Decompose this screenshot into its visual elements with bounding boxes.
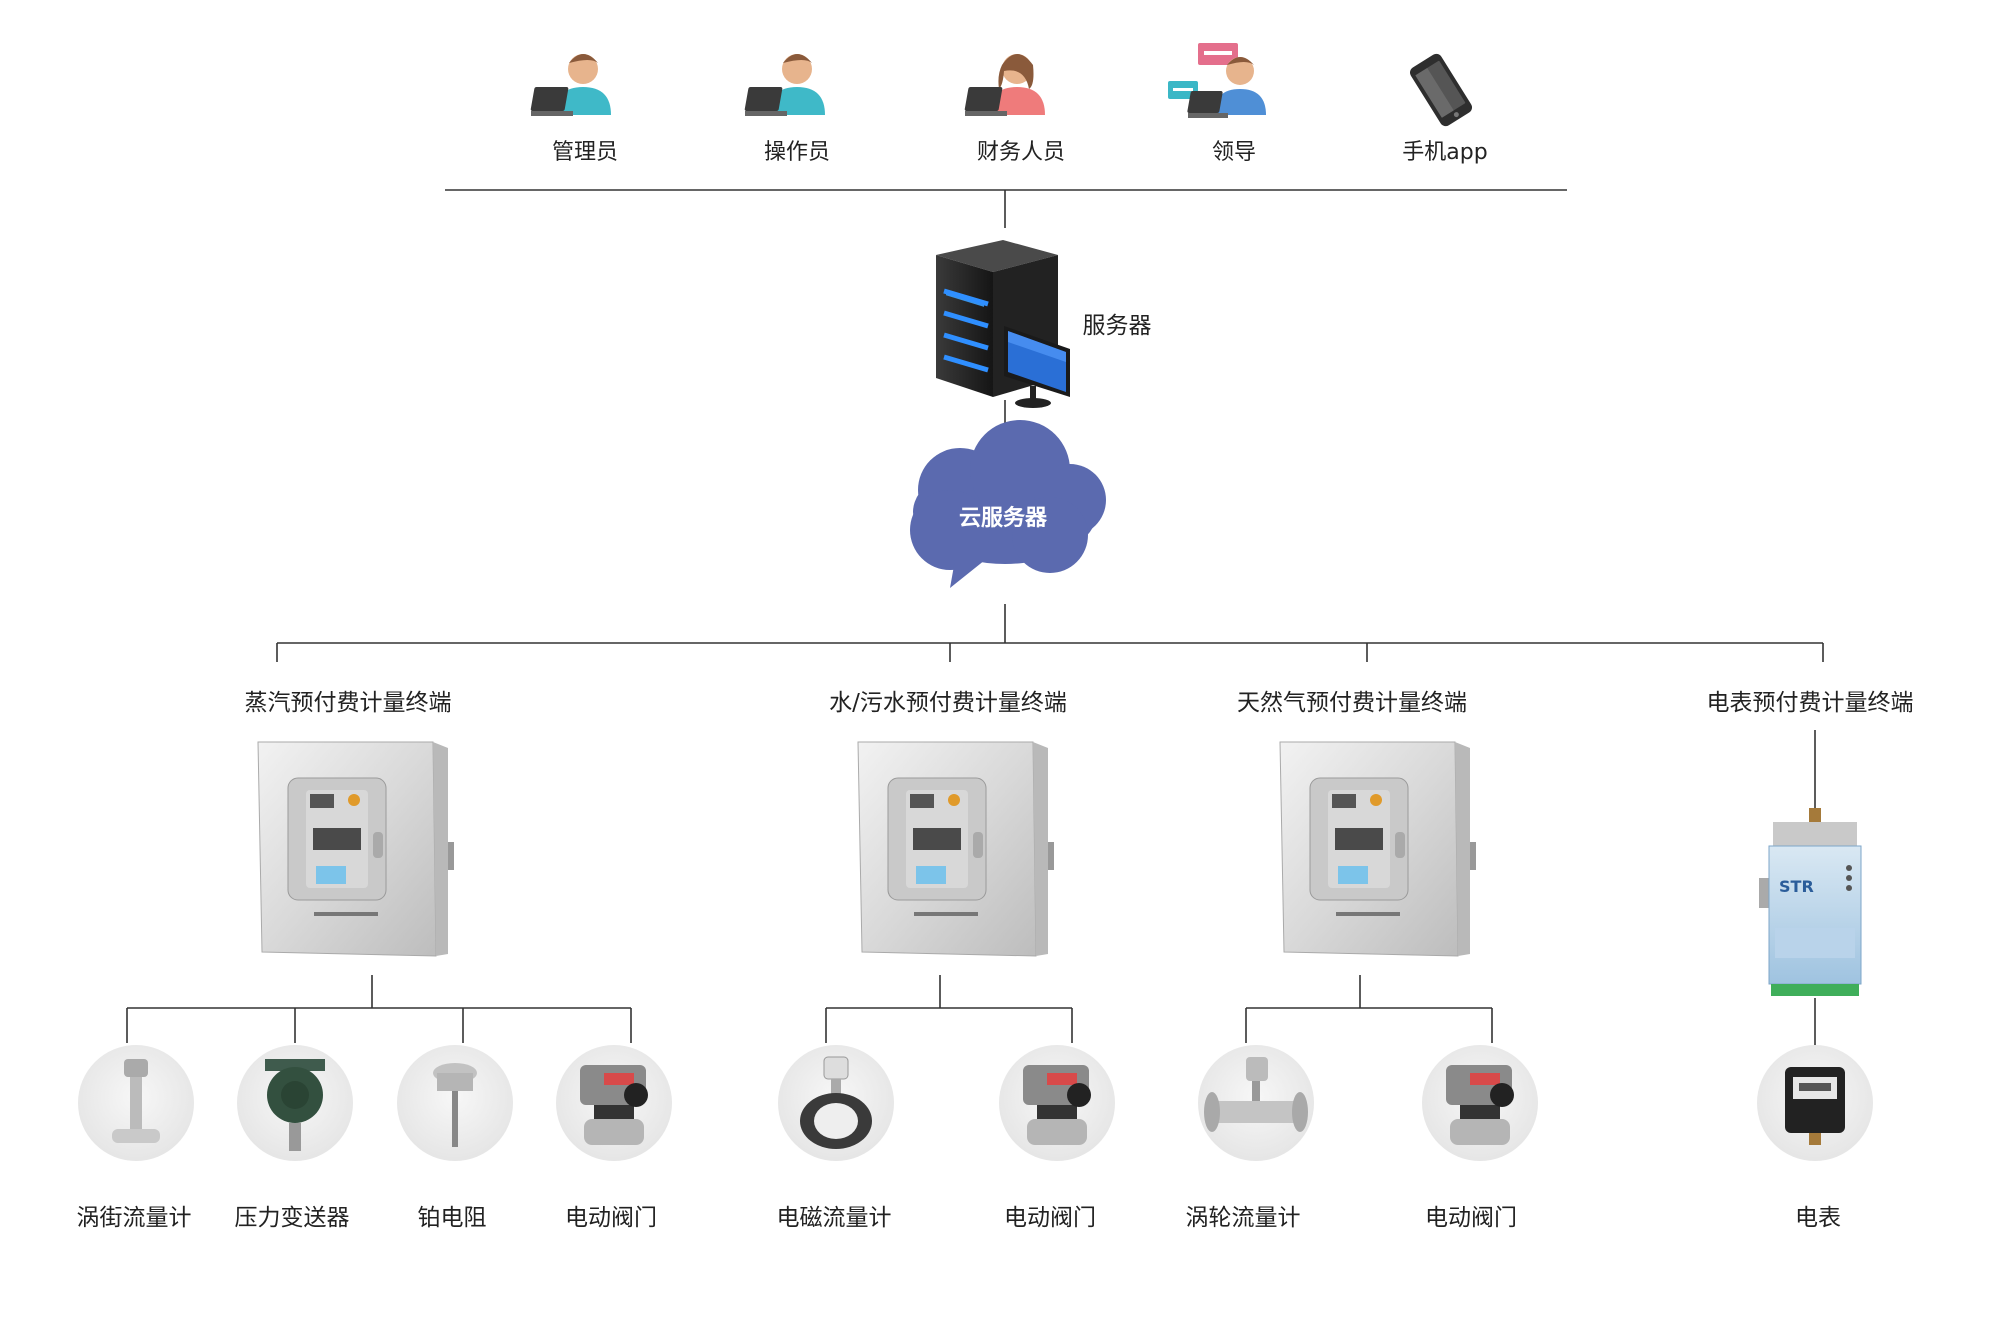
- cloud-label: 云服务器: [958, 506, 1048, 531]
- terminal-label-water: 水/污水预付费计量终端: [829, 690, 1067, 716]
- pressure-transmitter-icon: [237, 1045, 353, 1161]
- sensor-label-vortex-flowmeter: 涡街流量计: [76, 1205, 192, 1231]
- electric-meter-icon: [1757, 1045, 1873, 1161]
- user-label-leader: 领导: [1211, 140, 1257, 165]
- terminal-label-gas: 天然气预付费计量终端: [1237, 690, 1467, 716]
- sensor-label-electric-valve: 电动阀门: [565, 1205, 657, 1231]
- rtu-module-icon: STR: [1759, 808, 1862, 996]
- user-label-finance: 财务人员: [976, 140, 1066, 165]
- operator-user-icon: [744, 54, 825, 116]
- svg-text:STR: STR: [1779, 877, 1814, 896]
- user-label-admin: 管理员: [551, 140, 619, 165]
- control-cabinet-icon: [857, 741, 1054, 957]
- leader-user-icon: [1168, 43, 1266, 118]
- terminal-label-steam: 蒸汽预付费计量终端: [244, 690, 452, 716]
- electric-valve-icon: [999, 1045, 1115, 1161]
- mobile-phone-icon: [1409, 53, 1473, 127]
- sensor-label-electric-valve: 电动阀门: [1425, 1205, 1517, 1231]
- electric-valve-icon: [1422, 1045, 1538, 1161]
- sensor-label-turbine-flowmeter: 涡轮流量计: [1185, 1205, 1301, 1231]
- connector-lines: [126, 189, 1824, 1060]
- monitor-icon: [1004, 326, 1070, 408]
- control-cabinet-icon: [1279, 741, 1476, 957]
- server-label: 服务器: [1082, 313, 1152, 339]
- vortex-flowmeter-icon: [78, 1045, 194, 1161]
- sensor-label-electromagnetic-flowmeter: 电磁流量计: [776, 1205, 892, 1231]
- sensor-label-pressure-transmitter: 压力变送器: [234, 1205, 350, 1231]
- sensor-label-electric-valve: 电动阀门: [1004, 1205, 1096, 1231]
- platinum-resistor-icon: [397, 1045, 513, 1161]
- turbine-flowmeter-icon: [1198, 1045, 1314, 1161]
- cloud-icon: [910, 420, 1106, 588]
- electromagnetic-flowmeter-icon: [778, 1045, 894, 1161]
- admin-user-icon: [530, 54, 611, 116]
- user-label-operator: 操作员: [763, 140, 831, 165]
- sensor-label-electric-meter: 电表: [1795, 1205, 1841, 1231]
- sensor-label-platinum-resistor: 铂电阻: [417, 1205, 487, 1231]
- electric-valve-icon: [556, 1045, 672, 1161]
- user-label-mobile-app: 手机app: [1402, 140, 1488, 165]
- control-cabinet-icon: [257, 741, 454, 957]
- finance-user-icon: [964, 54, 1045, 116]
- terminal-label-electricity: 电表预付费计量终端: [1706, 690, 1914, 716]
